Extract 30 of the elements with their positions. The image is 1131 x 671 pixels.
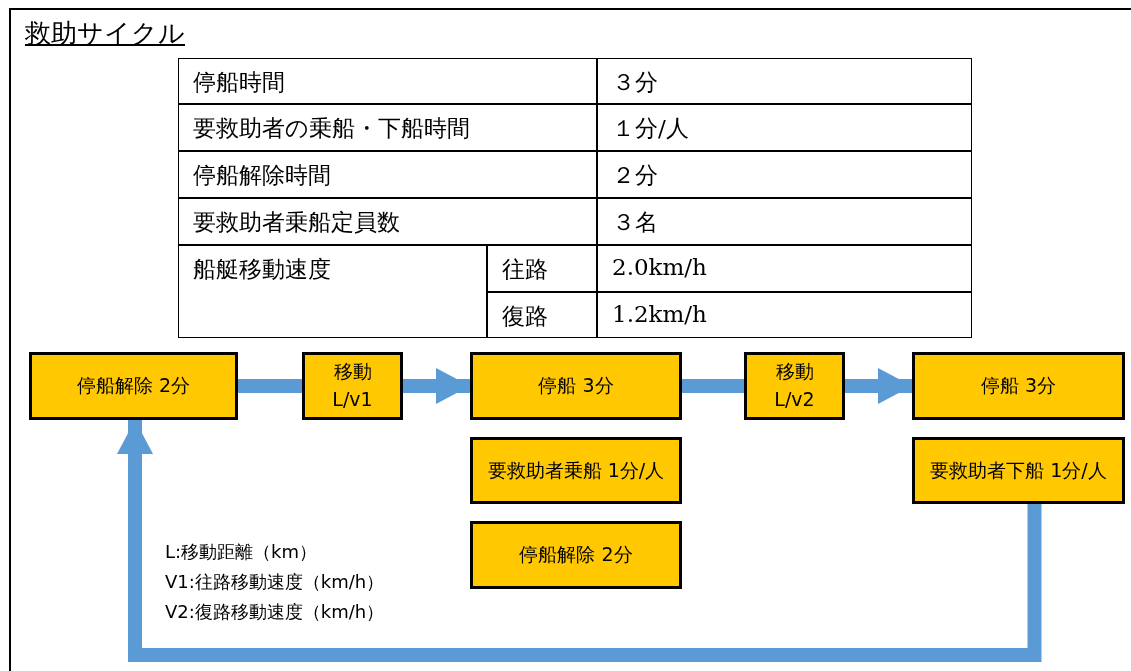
connector-line <box>238 379 302 393</box>
table-cell: ３名 <box>597 198 972 245</box>
table-cell: １分/人 <box>597 104 972 151</box>
table-cell: 停船時間 <box>178 58 597 104</box>
table-cell: 2.0km/h <box>597 245 972 292</box>
table-cell: 往路 <box>487 245 597 292</box>
process-box: 要救助者乗船 1分/人 <box>470 437 682 504</box>
table-cell: 要救助者乗船定員数 <box>178 198 597 245</box>
process-box: 移動 L/v2 <box>744 352 845 420</box>
table-cell: 要救助者の乗船・下船時間 <box>178 104 597 151</box>
arrow <box>845 368 912 404</box>
note-text: L:移動距離（km） <box>165 540 318 564</box>
process-box: 停船 3分 <box>470 352 682 420</box>
arrow <box>403 368 470 404</box>
table-cell: ３分 <box>597 58 972 104</box>
process-box: 移動 L/v1 <box>302 352 403 420</box>
process-box: 停船解除 2分 <box>470 521 682 589</box>
arrow <box>117 420 1042 662</box>
note-text: V1:往路移動速度（km/h） <box>165 570 385 594</box>
connector-line <box>682 379 744 393</box>
table-cell: ２分 <box>597 151 972 198</box>
table-cell: 停船解除時間 <box>178 151 597 198</box>
process-box: 停船解除 2分 <box>29 352 238 420</box>
note-text: V2:復路移動速度（km/h） <box>165 600 385 624</box>
process-box: 停船 3分 <box>912 352 1125 420</box>
process-box: 要救助者下船 1分/人 <box>912 437 1125 504</box>
table-cell: 1.2km/h <box>597 292 972 338</box>
table-cell: 復路 <box>487 292 597 338</box>
title: 救助サイクル <box>25 17 185 50</box>
table-cell: 船艇移動速度 <box>178 245 487 338</box>
